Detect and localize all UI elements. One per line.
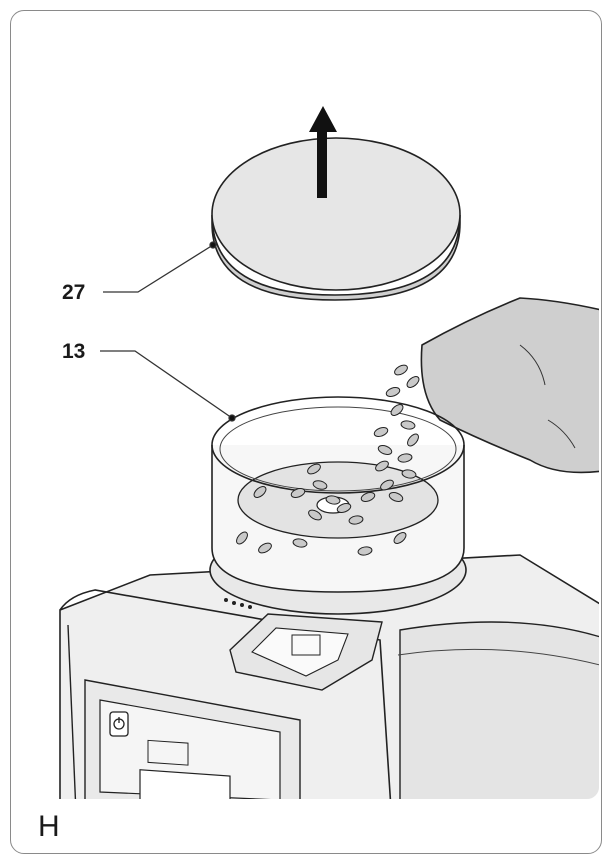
grinder-body	[59, 554, 599, 799]
callout-leaders	[100, 241, 236, 422]
callout-label-lid: 27	[62, 281, 86, 304]
bean-container	[211, 396, 465, 593]
grind-selector	[224, 598, 383, 691]
bean-bag	[420, 297, 599, 474]
callout-label-bean-container: 13	[62, 340, 86, 363]
power-button-icon	[109, 711, 129, 737]
coffee-beans	[236, 364, 420, 556]
panel-letter: H	[38, 810, 60, 843]
lid	[211, 137, 461, 301]
up-arrow-icon	[309, 106, 337, 198]
